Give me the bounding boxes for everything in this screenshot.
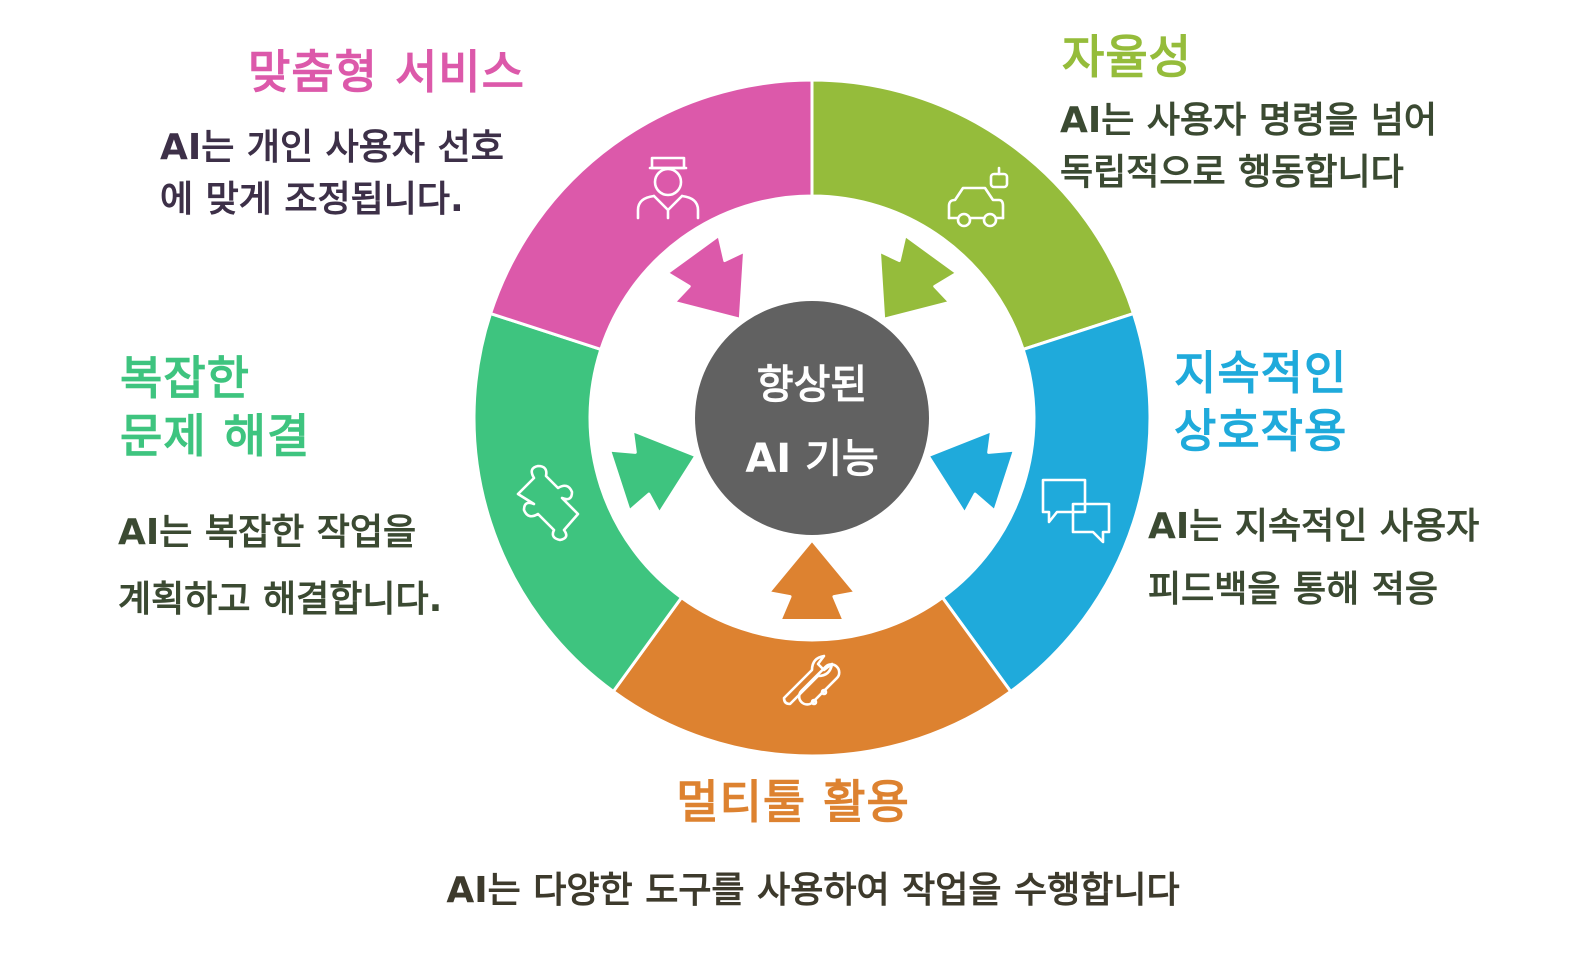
complex-problem-desc: AI는 복잡한 작업을 계획하고 해결합니다.: [118, 512, 443, 620]
continuous-interaction-desc: AI는 지속적인 사용자 피드백을 통해 적응: [1148, 506, 1480, 610]
complex-problem-arrow: [608, 429, 698, 515]
bellhop-person-icon: [636, 156, 700, 220]
personalized-service-segment: [488, 78, 814, 352]
continuous-interaction-title: 지속적인 상호작용: [1174, 346, 1348, 458]
complex-problem-segment: [472, 311, 684, 694]
chat-bubbles-icon: [1041, 478, 1111, 544]
puzzle-piece-icon: [516, 464, 580, 542]
multitool-desc: AI는 다양한 도구를 사용하여 작업을 수행합니다: [446, 870, 1180, 911]
personalized-service-title: 맞춤형 서비스: [248, 45, 525, 99]
multitool-segment: [611, 595, 1013, 758]
autonomy-desc: AI는 사용자 명령을 넘어 독립적으로 행동합니다: [1060, 100, 1437, 194]
personalized-service-arrow: [665, 233, 747, 321]
center-label-line2: AI 기능: [745, 436, 878, 482]
center-label-line1: 향상된: [757, 362, 867, 408]
personalized-service-desc: AI는 개인 사용자 선호 에 맞게 조정됩니다.: [160, 127, 504, 221]
autonomy-segment: [810, 78, 1136, 352]
multitool-title: 멀티툴 활용: [676, 775, 910, 829]
continuous-interaction-segment: [940, 311, 1152, 694]
multitool-arrow: [766, 538, 858, 622]
continuous-interaction-arrow: [926, 429, 1016, 515]
autonomy-title: 자율성: [1062, 30, 1192, 84]
complex-problem-title: 복잡한 문제 해결: [120, 351, 311, 463]
robot-car-icon: [947, 166, 1009, 228]
tools-icon: [782, 654, 841, 706]
autonomy-arrow: [877, 233, 959, 321]
center-hub: [695, 301, 929, 535]
